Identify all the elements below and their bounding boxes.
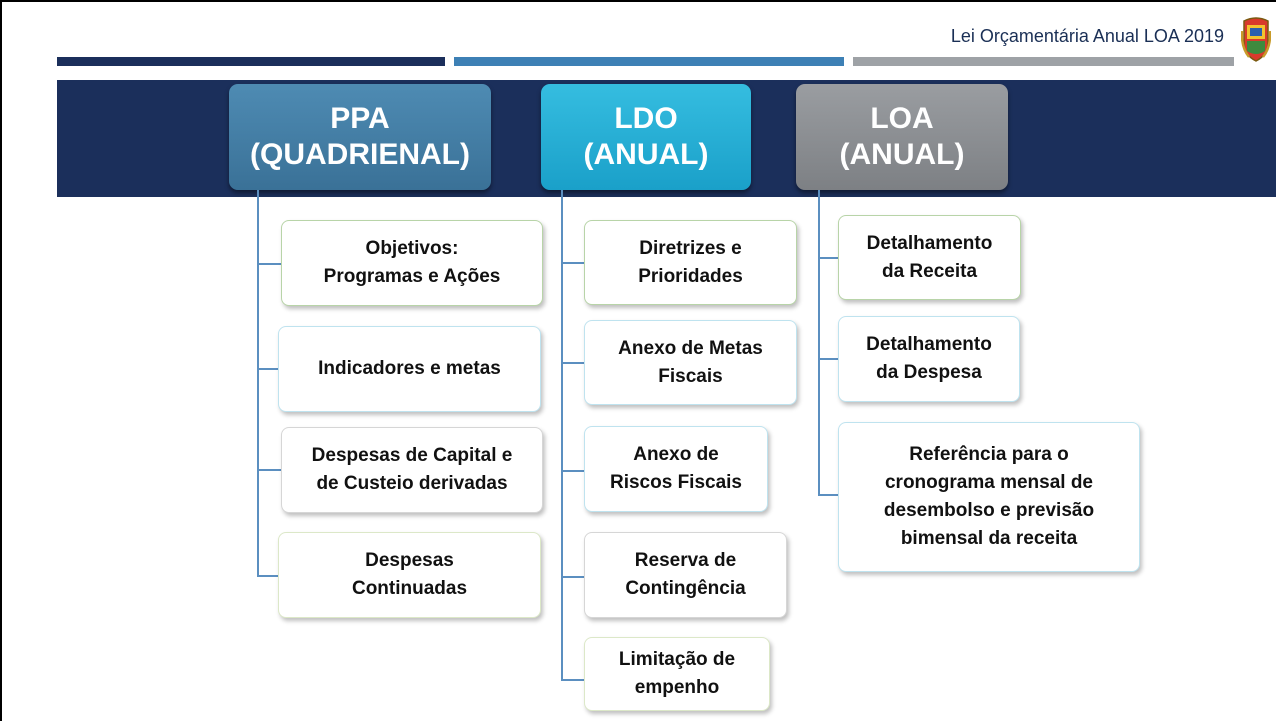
ldo-header: LDO (ANUAL) xyxy=(541,84,751,190)
ldo-item-diretrizes: Diretrizes e Prioridades xyxy=(584,220,797,305)
item-line: cronograma mensal de xyxy=(884,472,1094,493)
item-line: Reserva de xyxy=(634,550,737,571)
ldo-connector-branch xyxy=(561,262,584,264)
item-line: Prioridades xyxy=(638,265,743,287)
item-line: Despesas xyxy=(365,550,454,571)
item-line: Programas e Ações xyxy=(323,266,501,287)
ldo-item-riscos-fiscais: Anexo de Riscos Fiscais xyxy=(584,426,768,512)
loa-header: LOA (ANUAL) xyxy=(796,84,1008,190)
ppa-connector-branch xyxy=(257,575,281,577)
ppa-connector-branch xyxy=(257,263,281,265)
ppa-subtitle: (QUADRIENAL) xyxy=(250,138,470,171)
ldo-title: LDO xyxy=(614,102,678,135)
item-line: empenho xyxy=(634,677,720,698)
item-line: de Custeio derivadas xyxy=(316,473,508,494)
ldo-connector-branch xyxy=(561,679,584,681)
ppa-header: PPA (QUADRIENAL) xyxy=(229,84,491,190)
accent-bar-blue xyxy=(454,57,844,66)
loa-connector-branch xyxy=(818,494,838,496)
item-line: Contingência xyxy=(625,578,746,599)
loa-item-despesa: Detalhamento da Despesa xyxy=(838,316,1020,402)
item-line: Detalhamento xyxy=(866,334,992,355)
municipal-crest-icon xyxy=(1241,17,1271,62)
ldo-connector-branch xyxy=(561,470,584,472)
loa-connector-branch xyxy=(818,257,838,259)
loa-title: LOA xyxy=(870,102,934,135)
ldo-connector-trunk xyxy=(561,190,563,680)
loa-item-receita: Detalhamento da Receita xyxy=(838,215,1021,300)
item-line: Despesas de Capital e xyxy=(311,445,513,466)
page-title: Lei Orçamentária Anual LOA 2019 xyxy=(950,26,1224,46)
ppa-connector-branch xyxy=(257,368,281,370)
accent-bar-dark xyxy=(57,57,445,66)
ppa-item-objetivos: Objetivos: Programas e Ações xyxy=(281,220,543,306)
ldo-item-limitacao: Limitação de empenho xyxy=(584,637,770,711)
ldo-connector-branch xyxy=(561,576,584,578)
ppa-title: PPA xyxy=(330,102,390,135)
item-line: Riscos Fiscais xyxy=(609,472,743,493)
accent-bar-gray xyxy=(853,57,1234,66)
item-line: bimensal da receita xyxy=(900,528,1078,549)
item-line: Diretrizes e xyxy=(639,237,742,259)
item-line: da Despesa xyxy=(876,362,982,383)
item-line: Fiscais xyxy=(658,365,723,387)
item-line: Referência para o xyxy=(909,444,1069,465)
loa-connector-branch xyxy=(818,358,838,360)
ppa-connector-branch xyxy=(257,469,281,471)
item-line: Indicadores e metas xyxy=(318,358,501,379)
loa-connector-trunk xyxy=(818,190,820,496)
ppa-connector-trunk xyxy=(257,190,259,577)
item-line: desembolso e previsão xyxy=(883,500,1095,521)
item-line: Anexo de xyxy=(633,444,719,465)
item-line: Anexo de Metas xyxy=(618,337,763,359)
item-line: Detalhamento xyxy=(866,232,993,254)
item-line: Objetivos: xyxy=(365,238,459,259)
ldo-item-reserva: Reserva de Contingência xyxy=(584,532,787,618)
item-line: da Receita xyxy=(881,260,978,282)
ppa-item-indicadores: Indicadores e metas xyxy=(278,326,541,412)
loa-subtitle: (ANUAL) xyxy=(839,138,965,171)
ppa-item-despesas-capital: Despesas de Capital e de Custeio derivada… xyxy=(281,427,543,513)
ldo-connector-branch xyxy=(561,362,584,364)
loa-item-referencia: Referência para o cronograma mensal de des… xyxy=(838,422,1140,572)
item-line: Limitação de xyxy=(618,649,736,670)
ldo-subtitle: (ANUAL) xyxy=(583,138,709,171)
item-line: Continuadas xyxy=(351,578,468,599)
